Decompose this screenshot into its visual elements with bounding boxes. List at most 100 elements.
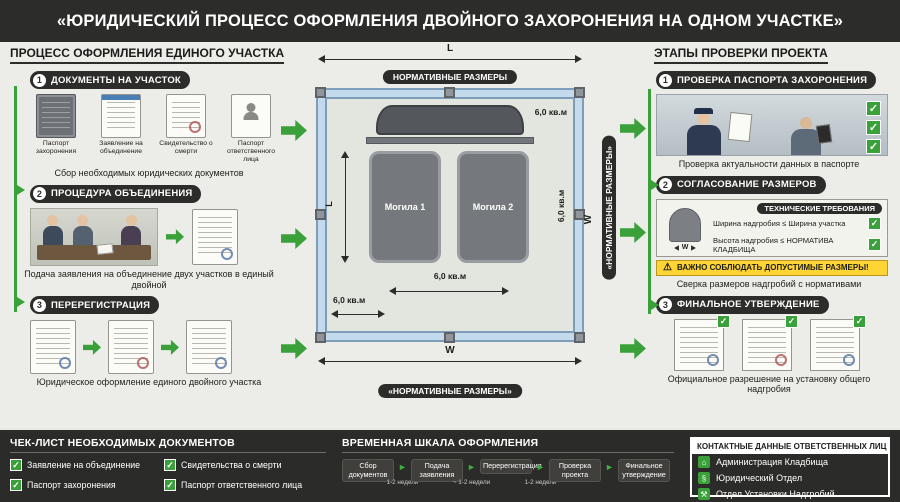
fence-post — [444, 87, 455, 98]
merge-application-icon — [101, 94, 141, 138]
warning-text: ВАЖНО СОБЛЮДАТЬ ДОПУСТИМЫЕ РАЗМЕРЫ! — [676, 263, 869, 273]
stamp-icon — [215, 357, 227, 370]
contact-label: Администрация Кладбища — [716, 457, 828, 467]
check-icon: ✓ — [866, 120, 881, 135]
right-arrow-icon — [161, 339, 179, 355]
dimension-label: L — [446, 43, 454, 54]
officer-cap — [694, 108, 713, 114]
requirement-row: Высота надгробия ≤ НОРМАТИВА КЛАДБИЩА ✓ — [713, 236, 881, 254]
step-label: ПРОВЕРКА ПАСПОРТА ЗАХОРОНЕНИЯ — [677, 74, 868, 86]
timeline-duration: 1-2 недели — [386, 479, 419, 486]
check-icon: ✓ — [785, 314, 798, 328]
check-icon: ✓ — [866, 139, 881, 154]
grave-1: Могила 1 — [369, 151, 441, 263]
check-icon: ✓ — [164, 479, 176, 491]
approved-document-icon: ✓ — [742, 314, 798, 371]
contact-item: ⚒ Отдел Установки Надгробий — [692, 486, 888, 502]
document-label: Паспорт ответственного лица — [226, 140, 276, 163]
technical-requirements-box: ТЕХНИЧЕСКИЕ ТРЕБОВАНИЯ W Ширина надгроби… — [656, 198, 888, 257]
old-registration-document-icon — [30, 320, 76, 375]
stamp-icon — [707, 353, 719, 366]
timeline-stage: Финальное утверждение — [618, 459, 670, 483]
checklist-title: ЧЕК-ЛИСТ НЕОБХОДИМЫХ ДОКУМЕНТОВ — [10, 437, 326, 453]
step1-documents-row: Паспорт захоронения Заявление на объедин… — [26, 94, 290, 166]
checklist-item-label: Свидетельства о смерти — [181, 460, 282, 470]
area-label-corner: 6,0 кв.м — [333, 295, 366, 305]
fence-post — [444, 332, 455, 343]
step-label: ПРОЦЕДУРА ОБЪЕДИНЕНИЯ — [51, 188, 193, 200]
new-registration-document-icon — [186, 320, 232, 375]
inner-length-dimension — [341, 151, 349, 263]
legal-icon: § — [698, 472, 710, 484]
left-step1-badge: 1 ДОКУМЕНТЫ НА УЧАСТОК — [30, 71, 190, 89]
right-verification-column: ЭТАПЫ ПРОВЕРКИ ПРОЕКТА 1 ПРОВЕРКА ПАСПОР… — [644, 46, 894, 401]
contact-item: §Юридический Отдел — [692, 470, 888, 486]
step2-caption: Подача заявления на объединение двух уча… — [24, 268, 274, 290]
area-label-top: 6,0 кв.м — [534, 107, 567, 117]
right-step2-badge: 2 СОГЛАСОВАНИЕ РАЗМЕРОВ — [656, 175, 826, 194]
step-number: 2 — [33, 187, 46, 201]
fence-post — [574, 209, 585, 220]
step3-documents-row — [30, 319, 290, 375]
check-icon: ✓ — [866, 101, 881, 116]
step-number: 1 — [33, 73, 46, 87]
passport-document — [727, 111, 753, 143]
left-step2-badge: 2 ПРОЦЕДУРА ОБЪЕДИНЕНИЯ — [30, 184, 202, 203]
headstone-monument — [376, 105, 524, 135]
inspection-illustration: ✓ ✓ ✓ — [656, 94, 888, 156]
area-label-right: 6,0 кв.м — [555, 189, 566, 223]
width-dimension: W — [318, 346, 582, 365]
page-title: «ЮРИДИЧЕСКИЙ ПРОЦЕСС ОФОРМЛЕНИЯ ДВОЙНОГО… — [56, 11, 844, 30]
right-steps-connector — [648, 89, 651, 314]
dimension-label: W — [445, 345, 455, 356]
stamp-icon — [59, 357, 71, 370]
burial-passport-icon — [36, 94, 76, 138]
timeline-stage: Проверка проекта — [549, 459, 601, 483]
contacts-section: КОНТАКТНЫЕ ДАННЫЕ ОТВЕТСТВЕННЫХ ЛИЦ ⌂Адм… — [690, 437, 890, 500]
right-column-title: ЭТАПЫ ПРОВЕРКИ ПРОЕКТА — [654, 46, 828, 64]
document-label: Заявление на объединение — [99, 140, 143, 155]
approved-document-icon: ✓ — [810, 314, 866, 371]
arrow-right-icon: ► — [467, 462, 476, 472]
responsible-person-passport-icon — [231, 94, 271, 138]
step-label: ДОКУМЕНТЫ НА УЧАСТОК — [51, 74, 181, 86]
monument-base — [366, 137, 534, 144]
inner-width-dimension — [389, 287, 509, 295]
check-icon: ✓ — [868, 238, 881, 252]
corner-dimension — [331, 310, 385, 318]
timeline-duration: 1-2 недели — [524, 479, 557, 486]
width-dimension-side-label: W — [583, 214, 595, 225]
fence-post — [574, 332, 585, 343]
check-icon: ✓ — [717, 314, 730, 328]
check-icon: ✓ — [164, 459, 176, 471]
checklist-item: ✓ Паспорт ответственного лица — [164, 479, 324, 491]
checklist-item: ✓ Свидетельства о смерти — [164, 459, 324, 471]
checklist-item: ✓Заявление на объединение — [10, 459, 160, 471]
timeline-title: ВРЕМЕННАЯ ШКАЛА ОФОРМЛЕНИЯ — [342, 437, 674, 453]
document-card: Паспорт захоронения — [26, 94, 86, 166]
timeline-stage: Подача заявления — [411, 459, 463, 483]
installation-icon: ⚒ — [698, 488, 710, 500]
normative-sizes-bottom-label: «НОРМАТИВНЫЕ РАЗМЕРЫ» — [378, 384, 522, 398]
fence-post — [315, 209, 326, 220]
checklist-item-label: Паспорт ответственного лица — [181, 480, 303, 490]
right-step3-badge: 3 ФИНАЛЬНОЕ УТВЕРЖДЕНИЕ — [656, 295, 829, 314]
check-icon: ✓ — [853, 314, 866, 328]
contacts-title: КОНТАКТНЫЕ ДАННЫЕ ОТВЕТСТВЕННЫХ ЛИЦ — [692, 439, 888, 454]
stamp-icon — [137, 357, 149, 370]
dimension-label: L — [323, 201, 334, 207]
right-step2-caption: Сверка размеров надгробий с нормативами — [676, 278, 862, 289]
step-number: 3 — [33, 298, 46, 312]
step3-caption: Юридическое оформление единого двойного … — [36, 377, 262, 388]
contact-label: Отдел Установки Надгробий — [716, 489, 835, 499]
right-step3-caption: Официальное разрешение на установку обще… — [667, 373, 871, 395]
headstone-diagram: W — [665, 207, 705, 252]
requirement-text: Высота надгробия ≤ НОРМАТИВА КЛАДБИЩА — [713, 235, 834, 254]
dimension-label: W — [681, 244, 689, 252]
timeline-duration: ~ 1-2 недели — [452, 479, 491, 486]
document-card: Заявление на объединение — [91, 94, 151, 166]
right-arrow-icon — [166, 229, 184, 245]
requirement-row: Ширина надгробия ≤ Ширина участка ✓ — [713, 216, 881, 230]
connector-arrowhead-icon — [17, 185, 25, 195]
